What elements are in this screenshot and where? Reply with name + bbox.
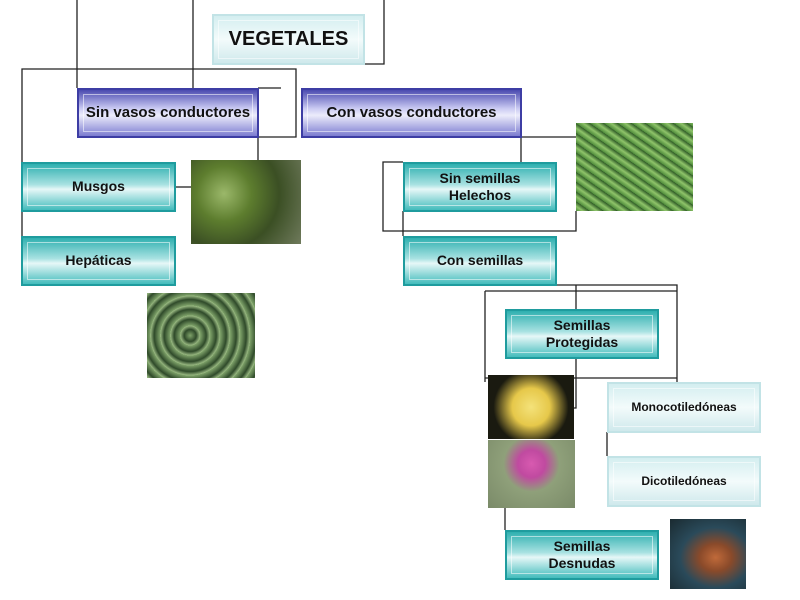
node-label-line: Sin semillas [439, 169, 521, 186]
vegetales-root-node: VEGETALES [212, 14, 365, 65]
node-label-line: Protegidas [545, 334, 619, 350]
node-sin-vasos: Sin vasos conductores [77, 88, 259, 138]
node-label-line: Helechos [448, 187, 512, 203]
thistle-photo [488, 440, 575, 508]
root-label: VEGETALES [228, 28, 349, 50]
node-label: Dicotiledóneas [641, 474, 727, 488]
node-dicotiledoneas: Dicotiledóneas [607, 456, 761, 507]
node-label-line: Semillas [553, 537, 611, 554]
node-hepaticas: Hepáticas [21, 236, 176, 286]
moss-photo [191, 160, 301, 244]
node-con-semillas: Con semillas [403, 236, 557, 286]
node-label: Hepáticas [65, 252, 132, 269]
node-con-vasos: Con vasos conductores [301, 88, 522, 138]
fern-photo [576, 123, 693, 211]
node-monocotiledoneas: Monocotiledóneas [607, 382, 761, 433]
hepatica-photo [147, 293, 255, 378]
node-label: Musgos [72, 178, 125, 195]
node-musgos: Musgos [21, 162, 176, 212]
pine-cone-photo [670, 519, 746, 589]
lily-photo [488, 375, 574, 439]
node-label: Sin vasos conductores [85, 103, 251, 121]
node-label: Con semillas [436, 252, 524, 269]
node-label: Con vasos conductores [326, 103, 497, 121]
node-label: Monocotiledóneas [631, 400, 737, 414]
node-label-line: Semillas [553, 316, 611, 333]
node-label-line: Desnudas [548, 555, 616, 571]
